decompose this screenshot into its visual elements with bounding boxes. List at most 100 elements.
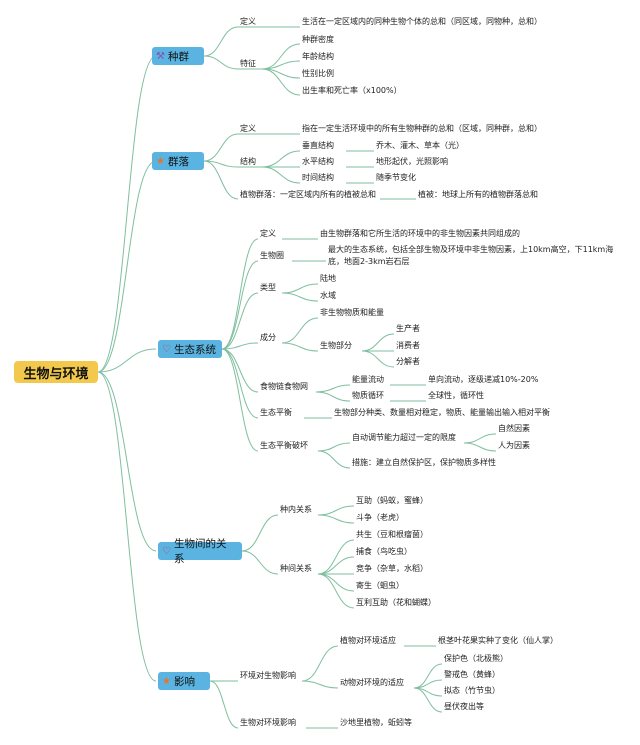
ecosystem-biosphere-text[interactable]: 底，地面2-3km岩石层 [328,257,410,266]
relations-inter-item[interactable]: 互利互助（花和蝴蝶） [356,598,436,607]
connector-line [209,680,239,729]
relations-inter-label[interactable]: 种间关系 [280,564,312,573]
connector-line [97,371,157,552]
relations-inter-item[interactable]: 竞争（杂草，水稻） [356,564,428,573]
connector-line [281,283,319,294]
branch-influence[interactable]: ★ 影响 [158,672,210,690]
influence-animal-adapt-item[interactable]: 保护色（北极熊） [444,654,508,663]
branch-ecosystem-label: 生态系统 [173,343,216,356]
ecosystem-type-item[interactable]: 陆地 [320,274,336,283]
population-feature-item[interactable]: 性别比例 [302,69,334,78]
ecosystem-foodchain-label[interactable]: 食物链食物网 [260,382,308,391]
ecosystem-foodchain-item[interactable]: 物质循环 [352,391,384,400]
population-definition-label[interactable]: 定义 [240,17,256,26]
influence-plant-adapt-label[interactable]: 植物对环境适应 [340,636,396,645]
ecosystem-damage-cause[interactable]: 自然因素 [498,424,530,433]
population-features-label[interactable]: 特征 [240,59,256,68]
community-definition-text[interactable]: 指在一定生活环境中的所有生物种群的总和（区域，同种群，总和） [302,124,542,133]
connector-line [317,573,355,609]
ecosystem-foodchain-item[interactable]: 能量流动 [352,375,384,384]
connector-line [261,68,301,96]
connector-line [221,348,259,452]
ecosystem-components-label[interactable]: 成分 [260,333,276,342]
connector-line [317,442,351,452]
community-structure-detail[interactable]: 乔木、灌木、草本（光） [376,141,464,150]
relations-intra-item[interactable]: 互助（蚂蚁，蜜蜂） [356,496,428,505]
heart-icon: ♡ [162,343,171,355]
population-definition-text[interactable]: 生活在一定区域内的同种生物个体的总和（同区域，同物种，总和） [302,17,542,26]
connector-line [317,505,355,516]
connector-line [221,292,259,350]
influence-animal-adapt-item[interactable]: 拟态（竹节虫） [444,686,500,695]
connector-line [317,514,355,524]
connector-line [203,160,239,168]
ecosystem-balance-label[interactable]: 生态平衡 [260,408,292,417]
community-structure-label[interactable]: 结构 [240,157,256,166]
connector-line [97,55,157,373]
relations-intra-label[interactable]: 种内关系 [280,505,312,514]
influence-animal-adapt-label[interactable]: 动物对环境的适应 [340,678,404,687]
influence-animal-adapt-item[interactable]: 警戒色（黄蜂） [444,670,500,679]
connector-line [281,342,319,352]
connector-line [221,342,259,350]
community-structure-item[interactable]: 水平结构 [302,157,334,166]
connector-line [361,350,395,368]
ecosystem-balance-text[interactable]: 生物部分种类、数量相对稳定，物质、能量输出输入相对平衡 [334,408,550,417]
influence-env-on-bio-label[interactable]: 环境对生物影响 [240,671,296,680]
community-structure-detail[interactable]: 随季节变化 [376,173,416,182]
relations-inter-item[interactable]: 捕食（鸟吃虫） [356,547,412,556]
connector-line [97,371,157,682]
connector-line [203,55,239,70]
ecosystem-living-item[interactable]: 分解者 [396,357,420,366]
connector-line [261,166,301,184]
star-icon: ★ [156,155,165,167]
ecosystem-living-item[interactable]: 生产者 [396,324,420,333]
branch-ecosystem[interactable]: ♡ 生态系统 [158,340,222,358]
connector-line [361,333,395,352]
population-feature-item[interactable]: 种群密度 [302,35,334,44]
relations-inter-item[interactable]: 寄生（蛔虫） [356,581,404,590]
community-structure-item[interactable]: 垂直结构 [302,141,334,150]
ecosystem-damage-cause[interactable]: 人为因素 [498,441,530,450]
influence-animal-adapt-item[interactable]: 昼伏夜出等 [444,702,484,711]
influence-bio-on-env-text[interactable]: 沙地里植物，蚯蚓等 [340,718,412,727]
ecosystem-foodchain-detail[interactable]: 全球性，循环性 [428,391,484,400]
community-structure-detail[interactable]: 地形起伏，光照影响 [376,157,448,166]
connector-line [315,384,351,393]
connector-line [203,160,239,200]
ecosystem-types-label[interactable]: 类型 [260,283,276,292]
root-topic[interactable]: 生物与环境 [14,361,98,383]
ecosystem-biosphere-label[interactable]: 生物圈 [260,251,284,260]
influence-plant-adapt-text[interactable]: 根茎叶花果实种了变化（仙人掌） [438,636,558,645]
ecosystem-damage-label[interactable]: 生态平衡破坏 [260,441,308,450]
population-feature-item[interactable]: 年龄结构 [302,52,334,61]
relations-inter-item[interactable]: 共生（豆和根瘤菌） [356,530,428,539]
branch-population-label: 种群 [167,50,189,63]
ecosystem-foodchain-detail[interactable]: 单向流动，逐级递减10%-20% [428,375,539,384]
community-structure-item[interactable]: 时间结构 [302,173,334,182]
branch-community-label: 群落 [167,155,189,168]
influence-bio-on-env-label[interactable]: 生物对环境影响 [240,718,296,727]
ecosystem-definition-label[interactable]: 定义 [260,229,276,238]
community-plant-detail[interactable]: 植被：地球上所有的植物群落总和 [418,190,538,199]
connector-line [221,348,259,393]
ecosystem-living-item[interactable]: 消费者 [396,341,420,350]
branch-relations[interactable]: ♡ 生物间的关系 [158,538,242,565]
connector-line [301,645,339,682]
ecosystem-biosphere-text[interactable]: 最大的生态系统，包括全部生物及环境中非生物因素，上10km高空，下11km海 [328,245,614,254]
ecosystem-damage-text[interactable]: 自动调节能力超过一定的限度 [352,433,456,442]
ecosystem-definition-text[interactable]: 由生物群落和它所生活的环境中的非生物因素共同组成的 [320,229,520,238]
ecosystem-type-item[interactable]: 水域 [320,291,336,300]
community-definition-label[interactable]: 定义 [240,124,256,133]
connector-line [463,433,497,444]
branch-community[interactable]: ★ 群落 [152,152,204,170]
ecosystem-nonliving[interactable]: 非生物物质和能量 [320,308,384,317]
ecosystem-living-label[interactable]: 生物部分 [320,341,352,350]
connector-line [317,450,351,469]
population-feature-item[interactable]: 出生率和死亡率（x100%） [302,86,402,95]
connector-line [317,573,355,592]
ecosystem-measures[interactable]: 措施：建立自然保护区，保护物质多样性 [352,458,496,467]
community-plant-label[interactable]: 植物群落：一定区域内所有的植被总和 [240,190,376,199]
relations-intra-item[interactable]: 斗争（老虎） [356,513,404,522]
branch-population[interactable]: ⚒ 种群 [152,47,204,65]
